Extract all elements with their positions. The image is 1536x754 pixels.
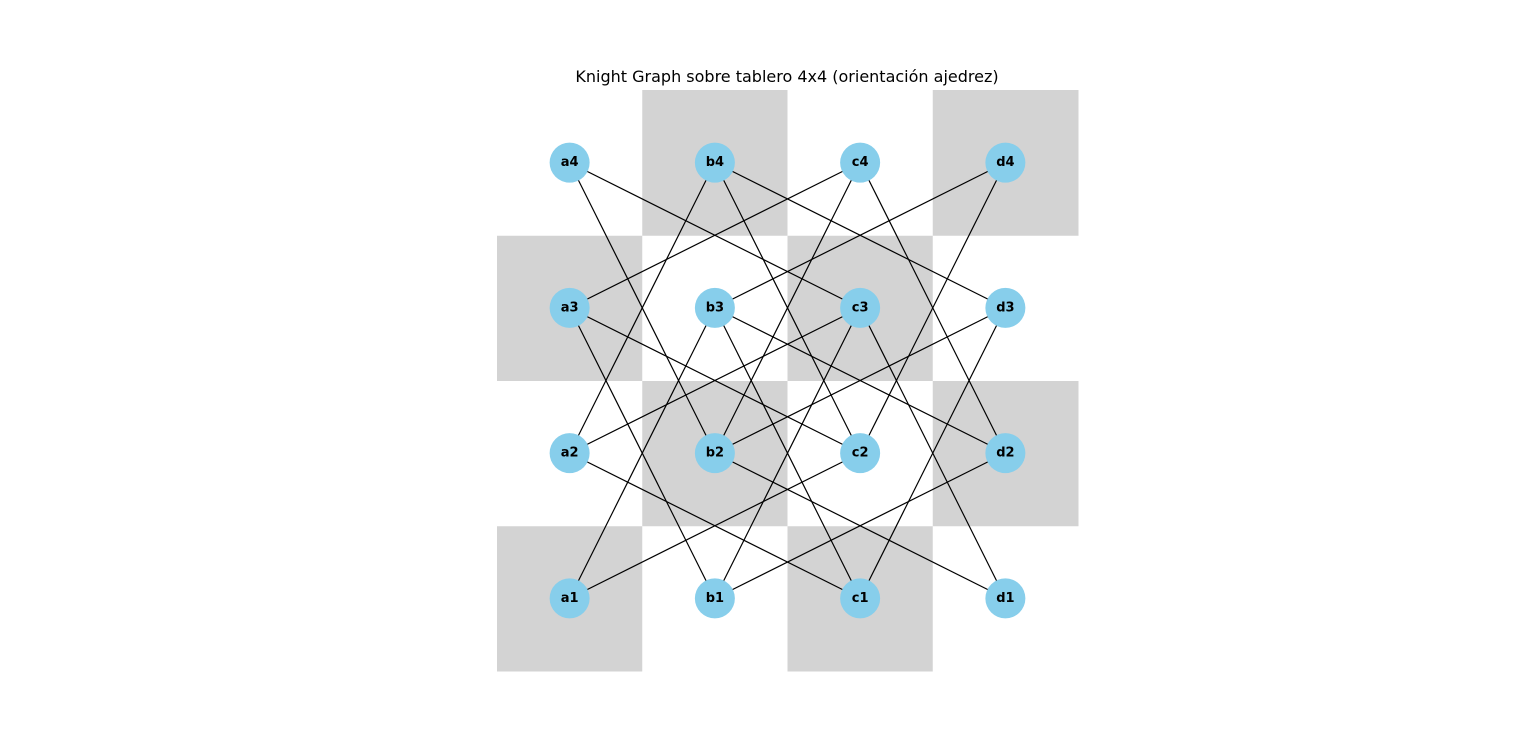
edge-b4-c2	[714, 162, 861, 454]
node-a2: a2	[549, 433, 590, 474]
node-circle-b2	[694, 433, 735, 474]
node-circle-d2	[985, 433, 1026, 474]
node-d2: d2	[985, 433, 1026, 474]
node-b1: b1	[694, 578, 735, 619]
edge-b3-c1	[714, 307, 861, 599]
node-circle-a3	[549, 287, 590, 328]
node-c2: c2	[840, 433, 881, 474]
node-label-d1: d1	[996, 591, 1014, 606]
node-circle-c2	[840, 433, 881, 474]
node-circle-d4	[985, 142, 1026, 183]
node-label-c4: c4	[852, 155, 869, 170]
node-circle-b1	[694, 578, 735, 619]
node-label-a4: a4	[561, 155, 579, 170]
edge-b2-d1	[714, 452, 1006, 599]
node-d1: d1	[985, 578, 1026, 619]
edge-b3-d2	[714, 307, 1006, 454]
node-d3: d3	[985, 287, 1026, 328]
node-label-b1: b1	[706, 591, 724, 606]
node-label-d3: d3	[996, 300, 1014, 315]
node-circle-a1	[549, 578, 590, 619]
edge-a4-c3	[569, 162, 861, 309]
node-label-b2: b2	[706, 446, 724, 461]
edge-a3-b1	[569, 307, 716, 599]
node-label-c3: c3	[852, 300, 869, 315]
node-label-c2: c2	[852, 446, 869, 461]
node-label-c1: c1	[852, 591, 869, 606]
node-circle-b3	[694, 287, 735, 328]
node-label-a1: a1	[561, 591, 579, 606]
edge-a3-c2	[569, 307, 861, 454]
node-label-d4: d4	[996, 155, 1014, 170]
node-c4: c4	[840, 142, 881, 183]
figure-title: Knight Graph sobre tablero 4x4 (orientac…	[575, 67, 998, 86]
node-label-d2: d2	[996, 446, 1014, 461]
edge-c4-d2	[859, 162, 1006, 454]
node-a1: a1	[549, 578, 590, 619]
node-group: a1 a2 a3 a4 b1 b2 b3 b4 c1 c2 c3 c4 d1 d2 d3 d4	[549, 142, 1026, 619]
node-circle-d1	[985, 578, 1026, 619]
node-label-a3: a3	[561, 300, 579, 315]
node-b3: b3	[694, 287, 735, 328]
node-a4: a4	[549, 142, 590, 183]
node-b4: b4	[694, 142, 735, 183]
node-circle-a4	[549, 142, 590, 183]
node-c3: c3	[840, 287, 881, 328]
node-label-b3: b3	[706, 300, 724, 315]
edge-b4-d3	[714, 162, 1006, 309]
node-d4: d4	[985, 142, 1026, 183]
edge-a4-b2	[569, 162, 716, 454]
node-b2: b2	[694, 433, 735, 474]
node-label-a2: a2	[561, 446, 579, 461]
node-circle-a2	[549, 433, 590, 474]
node-label-b4: b4	[706, 155, 724, 170]
node-circle-c1	[840, 578, 881, 619]
node-circle-b4	[694, 142, 735, 183]
edge-a2-c1	[569, 452, 861, 599]
node-a3: a3	[549, 287, 590, 328]
edge-c3-d1	[859, 307, 1006, 599]
node-circle-c4	[840, 142, 881, 183]
edge-group	[569, 162, 1006, 599]
node-circle-c3	[840, 287, 881, 328]
node-circle-d3	[985, 287, 1026, 328]
node-c1: c1	[840, 578, 881, 619]
